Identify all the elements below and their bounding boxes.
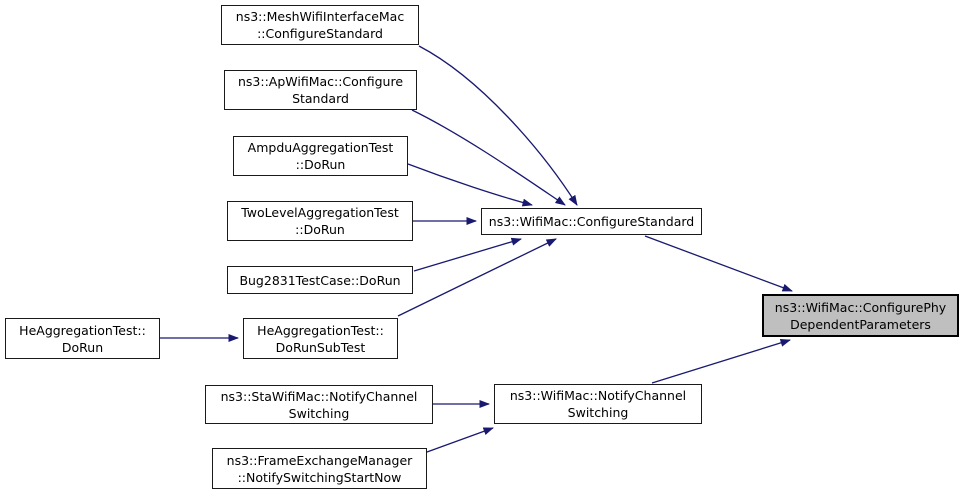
node-mesh-configure-standard[interactable]: ns3::MeshWifiInterfaceMac ::ConfigureSta… [221, 5, 419, 45]
node-ap-configure-standard[interactable]: ns3::ApWifiMac::Configure Standard [224, 70, 417, 110]
edge-dorunsubtest-to-configurestandard [397, 238, 557, 317]
node-twolevel-dorun[interactable]: TwoLevelAggregationTest ::DoRun [227, 201, 413, 241]
node-wifimac-notify-channel-switching[interactable]: ns3::WifiMac::NotifyChannel Switching [494, 384, 702, 424]
edge-ampdu-to-configurestandard [407, 163, 533, 207]
node-heaggregation-dorun[interactable]: HeAggregationTest:: DoRun [5, 318, 160, 359]
edge-configurestandard-to-configurephy [644, 235, 793, 292]
node-ampdu-dorun[interactable]: AmpduAggregationTest ::DoRun [233, 136, 408, 176]
edge-notifychannelswitching-to-configurephy [651, 339, 791, 384]
edge-bug2831-to-configurestandard [413, 237, 522, 272]
edge-fem-to-notifychannelswitching [426, 427, 494, 453]
node-sta-notify-channel-switching[interactable]: ns3::StaWifiMac::NotifyChannel Switching [205, 385, 433, 424]
edge-ap-to-configurestandard [411, 109, 566, 206]
node-bug2831-dorun[interactable]: Bug2831TestCase::DoRun [227, 266, 413, 294]
edge-mesh-to-configurestandard [418, 45, 578, 206]
node-heaggregation-dorunsubtest[interactable]: HeAggregationTest:: DoRunSubTest [243, 318, 398, 359]
node-wifimac-configure-phy-dependent-parameters: ns3::WifiMac::ConfigurePhy DependentPara… [762, 294, 959, 337]
node-fem-notify-switching-start-now[interactable]: ns3::FrameExchangeManager ::NotifySwitch… [212, 448, 427, 489]
node-wifimac-configure-standard[interactable]: ns3::WifiMac::ConfigureStandard [481, 208, 702, 235]
